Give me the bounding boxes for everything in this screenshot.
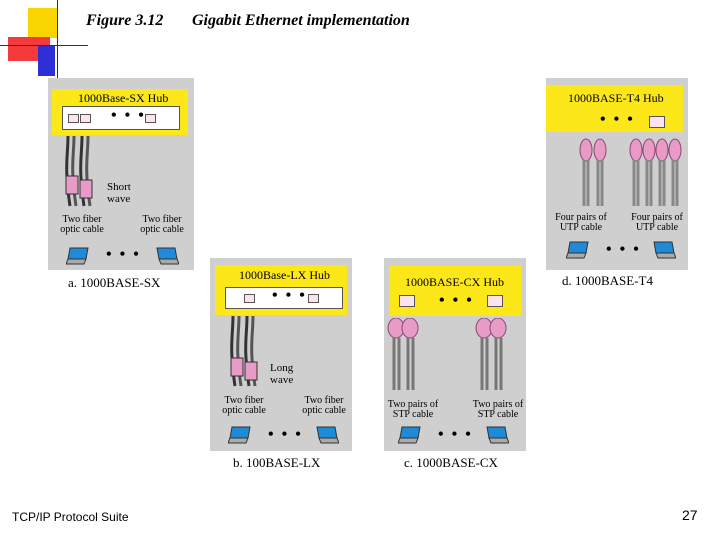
decorative-yellow-square <box>28 8 58 38</box>
ellipsis: • • • <box>606 245 641 255</box>
laptop-icon <box>155 246 179 266</box>
caption-d: d. 1000BASE-T4 <box>562 273 653 289</box>
hub-label: 1000BASE-T4 Hub <box>568 91 664 106</box>
decorative-horizontal-line <box>0 45 88 46</box>
stp-cables-cx <box>382 318 528 398</box>
ellipsis: • • • <box>272 291 307 301</box>
cable-label-right: Two fiber optic cable <box>136 215 188 235</box>
caption-a: a. 1000BASE-SX <box>68 275 160 291</box>
port <box>80 114 91 123</box>
port <box>145 114 156 123</box>
port <box>649 116 665 128</box>
port <box>244 294 255 303</box>
footer-text: TCP/IP Protocol Suite <box>12 510 129 524</box>
laptop-icon <box>398 425 422 445</box>
decorative-blue-square <box>38 46 55 76</box>
cable-label-left: Two fiber optic cable <box>220 396 268 416</box>
laptop-icon <box>652 240 676 260</box>
port-group: • • • <box>225 287 343 309</box>
laptop-icon <box>315 425 339 445</box>
port <box>487 295 503 307</box>
port <box>399 295 415 307</box>
cable-label-right: Two fiber optic cable <box>298 396 350 416</box>
decorative-vertical-line <box>57 0 58 88</box>
hub-label: 1000BASE-CX Hub <box>405 275 504 290</box>
port <box>68 114 79 123</box>
wave-label: Short wave <box>107 181 141 205</box>
hub-1000base-sx: 1000Base-SX Hub • • • <box>52 89 188 135</box>
wave-label: Long wave <box>270 362 304 386</box>
laptop-icon <box>66 246 90 266</box>
utp-cables-t4 <box>548 138 688 210</box>
caption-c: c. 1000BASE-CX <box>404 455 498 471</box>
hub-label: 1000Base-SX Hub <box>78 91 168 106</box>
cable-label-right: Four pairs of UTP cable <box>626 213 688 233</box>
cable-label-left: Four pairs of UTP cable <box>549 213 613 233</box>
hub-label: 1000Base-LX Hub <box>239 268 330 283</box>
page-number: 27 <box>682 507 698 523</box>
ellipsis: • • • <box>111 111 146 121</box>
figure-number: Figure 3.12 <box>86 12 163 30</box>
caption-b: b. 100BASE-LX <box>233 455 320 471</box>
fiber-cables-lx <box>225 316 265 388</box>
port <box>308 294 319 303</box>
laptop-icon <box>566 240 590 260</box>
ellipsis: • • • <box>106 250 141 260</box>
ellipsis: • • • <box>438 430 473 440</box>
fiber-cables-sx <box>60 136 100 208</box>
hub-1000base-t4: 1000BASE-T4 Hub • • • <box>546 85 683 132</box>
cable-label-right: Two pairs of STP cable <box>470 400 526 420</box>
laptop-icon <box>228 425 252 445</box>
cable-label-left: Two fiber optic cable <box>58 215 106 235</box>
hub-1000base-cx: 1000BASE-CX Hub • • • <box>389 266 521 316</box>
ellipsis: • • • <box>268 430 303 440</box>
port-group: • • • <box>62 106 180 130</box>
ellipsis: • • • <box>600 115 635 125</box>
ellipsis: • • • <box>439 296 474 306</box>
cable-label-left: Two pairs of STP cable <box>385 400 441 420</box>
figure-title: Gigabit Ethernet implementation <box>192 12 410 30</box>
hub-1000base-lx: 1000Base-LX Hub • • • <box>215 265 347 315</box>
laptop-icon <box>485 425 509 445</box>
